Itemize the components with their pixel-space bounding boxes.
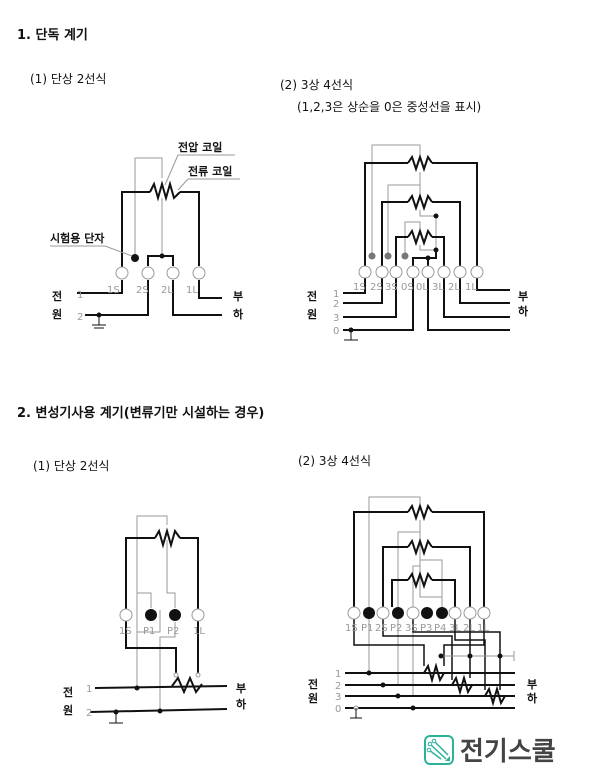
diagram-label: 원 — [308, 691, 318, 705]
diagram-label: 전 — [307, 289, 317, 303]
section2-sub1: (1) 단상 2선식 — [33, 459, 110, 473]
diagram-label: 원 — [63, 703, 73, 717]
diagram-label: 2 — [86, 708, 92, 719]
diagram-label: 원 — [52, 307, 62, 321]
diagram-label: 1S — [353, 282, 366, 293]
diagram-label: 2L — [448, 282, 460, 293]
diagram-label: 시험용 단자 — [50, 231, 105, 245]
diagram-label: 1 — [77, 290, 83, 301]
section2-sub2: (2) 3상 4선식 — [298, 454, 372, 468]
diagram-label: 0 — [333, 326, 339, 337]
diagram-single-phase-ct: 1S P1 P2 1L 1 2 전 원 부 하 — [63, 515, 247, 724]
diagram-label: 부 — [527, 678, 537, 691]
diagram-label: 1S — [107, 285, 120, 296]
diagram-label: P2 — [167, 626, 179, 637]
diagram-label: 2 — [333, 299, 339, 310]
diagram-three-phase-ct: 1S P1 2S P2 3S P3 P4 3L 2L 1L 1 2 3 0 전 … — [308, 496, 538, 719]
section1-sub2-note: (1,2,3은 상순을 0은 중성선을 표시) — [297, 100, 482, 114]
circuit-pen-icon — [424, 734, 454, 765]
diagram-label: 2L — [161, 285, 173, 296]
diagram-label: 1L — [465, 282, 477, 293]
diagram-label: 전 — [63, 685, 73, 699]
section2-title: 2. 변성기사용 계기(변류기만 시설하는 경우) — [17, 406, 265, 421]
diagram-label: 2 — [77, 312, 83, 323]
diagram-label: 2S — [375, 623, 388, 634]
section1-title: 1. 단독 계기 — [17, 28, 88, 43]
diagram-label: P4 — [434, 623, 446, 634]
diagram-label: 전 — [52, 289, 62, 303]
diagram-label: 1 — [335, 669, 341, 680]
brand-logo: 전기스쿨 — [424, 731, 556, 768]
diagram-label: 부 — [236, 682, 246, 695]
diagram-label: 하 — [236, 697, 247, 711]
diagram-label: P2 — [390, 623, 402, 634]
section1-sub1: (1) 단상 2선식 — [30, 72, 107, 86]
diagram-label: 2L — [463, 623, 475, 634]
diagram-label: 2S — [370, 282, 383, 293]
diagram-label: P1 — [143, 626, 155, 637]
diagram-label: 1L — [477, 623, 489, 634]
diagram-label: 1 — [86, 684, 92, 695]
diagram-label: P3 — [420, 623, 432, 634]
diagram-label: 전 — [308, 677, 318, 691]
diagram-label: 1L — [186, 285, 198, 296]
diagram-label: 1S — [119, 626, 132, 637]
diagram-label: 원 — [307, 307, 317, 321]
diagram-single-phase-direct: 1S 2S 2L 1L 1 2 전 원 부 하 전압 코일 전류 코일 시험용 … — [50, 140, 244, 329]
diagram-label: 3L — [449, 623, 461, 634]
diagram-label: 하 — [527, 691, 538, 705]
diagram-label: 0 — [335, 704, 341, 715]
diagram-label: 1L — [193, 626, 205, 637]
diagram-label: 1 — [333, 289, 339, 300]
diagram-label: 하 — [518, 304, 529, 318]
diagram-label: 0L — [416, 282, 428, 293]
brand-name: 전기스쿨 — [460, 737, 556, 767]
diagram-label: 3S — [405, 623, 418, 634]
diagram-label: 1S — [345, 623, 358, 634]
diagram-label: 3 — [335, 692, 341, 703]
diagram-label: 하 — [233, 307, 244, 321]
diagram-label: 전압 코일 — [178, 140, 222, 154]
diagram-label: 3 — [333, 313, 339, 324]
diagram-label: 2 — [335, 681, 341, 692]
diagram-label: 0S — [401, 282, 414, 293]
test-terminal-dot — [131, 254, 139, 262]
diagram-label: 부 — [518, 290, 528, 303]
section1-sub2: (2) 3상 4선식 — [280, 78, 354, 92]
diagram-label: 전류 코일 — [188, 164, 232, 178]
diagram-label: 3S — [385, 282, 398, 293]
diagram-label: P1 — [361, 623, 373, 634]
diagram-label: 2S — [136, 285, 149, 296]
current-coil — [149, 180, 181, 202]
diagram-three-phase-direct: 1S 2S 3S 0S 0L 3L 2L 1L 1 2 3 0 전 원 부 하 — [307, 144, 529, 341]
diagram-label: 3L — [432, 282, 444, 293]
diagram-label: 부 — [233, 290, 243, 303]
